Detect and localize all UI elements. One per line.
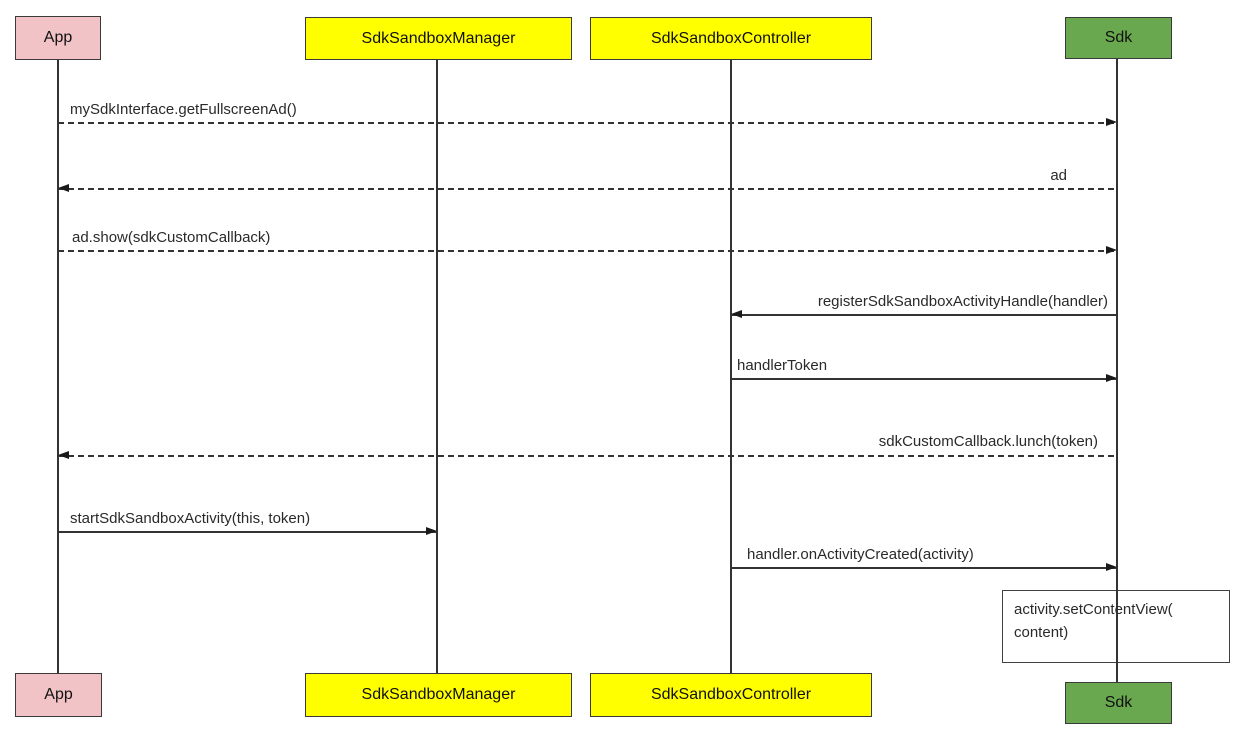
participant-manager-label: SdkSandboxManager — [361, 686, 516, 703]
participant-manager-label: SdkSandboxManager — [361, 29, 516, 47]
participant-app-label: App — [43, 29, 73, 46]
lifeline-sdk — [1116, 59, 1118, 682]
participant-sdk-bottom: Sdk — [1065, 682, 1172, 724]
participant-controller-bottom: SdkSandboxController — [590, 673, 872, 717]
participant-app-top: App — [15, 16, 101, 60]
lifeline-controller — [730, 60, 732, 673]
message-line-ad-show — [58, 250, 1117, 252]
arrowhead-right-icon — [1106, 374, 1117, 382]
note-line-2: content) — [1014, 624, 1069, 641]
message-line-startActivity — [58, 531, 437, 533]
participant-sdk-top: Sdk — [1065, 17, 1172, 59]
participant-app-bottom: App — [15, 673, 102, 717]
arrowhead-left-icon — [731, 310, 742, 318]
participant-controller-top: SdkSandboxController — [590, 17, 872, 60]
message-line-registerHandle — [731, 314, 1117, 316]
arrowhead-right-icon — [426, 527, 437, 535]
message-label-getFullscreenAd: mySdkInterface.getFullscreenAd() — [70, 101, 297, 118]
message-label-handlerToken: handlerToken — [737, 357, 828, 374]
arrowhead-left-icon — [58, 184, 69, 192]
participant-manager-top: SdkSandboxManager — [305, 17, 572, 60]
message-label-ad: ad — [1050, 167, 1067, 184]
participant-manager-bottom: SdkSandboxManager — [305, 673, 572, 717]
message-label-lunch: sdkCustomCallback.lunch(token) — [878, 433, 1098, 450]
message-label-registerHandle: registerSdkSandboxActivityHandle(handler… — [817, 293, 1108, 310]
arrowhead-left-icon — [58, 451, 69, 459]
arrowhead-right-icon — [1106, 118, 1117, 126]
message-label-ad-show: ad.show(sdkCustomCallback) — [72, 229, 271, 246]
message-line-onActivityCreated — [731, 567, 1117, 569]
lifeline-manager — [436, 60, 438, 673]
message-line-getFullscreenAd — [58, 122, 1117, 124]
participant-controller-label: SdkSandboxController — [650, 29, 812, 47]
lifeline-app — [57, 60, 59, 673]
note-line-1: activity.setContentView( — [1014, 601, 1173, 618]
participant-controller-label: SdkSandboxController — [650, 686, 812, 703]
message-line-ad — [58, 188, 1117, 190]
participant-app-label: App — [44, 686, 73, 703]
participant-sdk-label: Sdk — [1104, 694, 1133, 711]
message-label-startActivity: startSdkSandboxActivity(this, token) — [70, 510, 311, 527]
message-line-handlerToken — [731, 378, 1117, 380]
arrowhead-right-icon — [1106, 563, 1117, 571]
arrowhead-right-icon — [1106, 246, 1117, 254]
message-line-lunch — [58, 455, 1117, 457]
message-label-onActivityCreated: handler.onActivityCreated(activity) — [747, 546, 974, 563]
participant-sdk-label: Sdk — [1104, 29, 1133, 46]
note-setContentView-text: activity.setContentView( content) — [1014, 598, 1224, 644]
